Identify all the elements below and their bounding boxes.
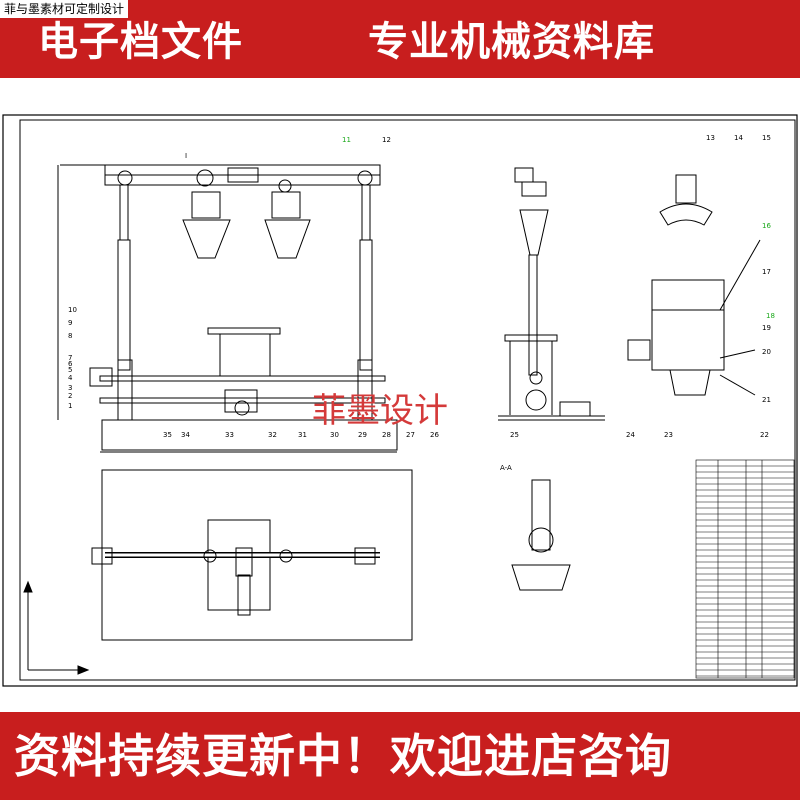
inner-frame	[19, 119, 796, 681]
top-bracket	[227, 167, 259, 183]
detail-housing	[651, 279, 725, 371]
bottom-banner-text: 资料持续更新中！欢迎进店咨询	[14, 729, 672, 783]
wheel-left	[117, 170, 133, 186]
detail-top	[675, 174, 697, 204]
banner-title-left: 电子档文件	[38, 19, 243, 65]
bottom-part-label: 31	[298, 431, 307, 439]
part-labels: 11 12 I 13 14 15 A-A 16 17 18 19 20 21	[185, 134, 775, 472]
bottom-part-label: 24	[626, 431, 635, 439]
part-label-11: 11	[342, 136, 351, 144]
work-table	[207, 327, 281, 335]
outer-frame	[2, 114, 798, 687]
cad-drawing-svg: 11 12 I 13 14 15 A-A 16 17 18 19 20 21 1…	[2, 114, 798, 687]
part-label-15: 15	[762, 134, 771, 142]
bottom-part-label: 25	[510, 431, 519, 439]
left-part-label: 8	[68, 332, 72, 340]
column-right	[359, 239, 373, 371]
section-view	[511, 479, 571, 591]
side-hopper	[519, 209, 549, 256]
left-part-label: 4	[68, 374, 73, 382]
bottom-part-label: 30	[330, 431, 339, 439]
drawing-watermark: 菲墨设计	[312, 391, 448, 431]
bucket-motor-left	[191, 191, 221, 219]
top-banner: 菲与墨素材可定制设计 电子档文件 专业机械资料库	[0, 0, 800, 78]
side-motor	[559, 401, 591, 417]
left-part-label: 2	[68, 392, 72, 400]
axis-symbol	[23, 580, 90, 675]
part-label-12: 12	[382, 136, 391, 144]
bucket-hopper-right	[264, 219, 311, 259]
left-part-label: 9	[68, 319, 72, 327]
part-label-17: 17	[762, 268, 771, 276]
plan-view	[91, 469, 413, 641]
bottom-part-label: 34	[181, 431, 190, 439]
column-left	[117, 239, 131, 371]
title-block	[695, 459, 795, 679]
bucket-motor-right	[271, 191, 301, 219]
left-part-label: 7	[68, 354, 72, 362]
bottom-banner: 资料持续更新中！欢迎进店咨询	[0, 712, 800, 800]
part-label-20: 20	[762, 348, 771, 356]
bucket-hopper-left	[182, 219, 231, 259]
section-label: A-A	[500, 464, 512, 472]
base-slab	[101, 419, 398, 451]
bottom-part-label: 32	[268, 431, 277, 439]
part-label-14: 14	[734, 134, 743, 142]
bottom-part-label: 33	[225, 431, 234, 439]
plan-base	[101, 469, 413, 641]
cad-drawing: 11 12 I 13 14 15 A-A 16 17 18 19 20 21 1…	[0, 78, 800, 712]
drive-motor-left	[89, 367, 113, 387]
wheel-right	[357, 170, 373, 186]
left-part-label: 10	[68, 306, 77, 314]
front-view	[57, 164, 398, 453]
bottom-part-label: 27	[406, 431, 415, 439]
side-pulley	[525, 389, 547, 411]
gearbox	[224, 389, 258, 413]
bottom-part-label: 35	[163, 431, 172, 439]
left-part-label: 3	[68, 384, 72, 392]
watermark-text: 菲与墨素材可定制设计	[0, 0, 129, 18]
part-label-13: 13	[706, 134, 715, 142]
left-part-label: 1	[68, 402, 72, 410]
plan-motor-right	[354, 547, 376, 565]
detail-views	[627, 174, 761, 396]
plan-motor-left	[91, 547, 113, 565]
bottom-part-label: 23	[664, 431, 673, 439]
left-part-label: 6	[68, 360, 73, 368]
pointer-label: I	[185, 152, 187, 160]
part-label-21: 21	[762, 396, 771, 404]
bottom-part-label: 28	[382, 431, 391, 439]
part-label-18: 18	[766, 312, 775, 320]
part-label-16: 16	[762, 222, 771, 230]
part-label-19: 19	[762, 324, 771, 332]
bottom-part-label: 22	[760, 431, 769, 439]
side-view	[498, 167, 605, 421]
bottom-part-labels: 35 34 33 32 31 30 29 28 27 26 25 24 23 22	[163, 431, 769, 439]
banner-title-right: 专业机械资料库	[368, 19, 655, 65]
side-column	[528, 254, 538, 376]
bottom-part-label: 29	[358, 431, 367, 439]
bottom-part-label: 26	[430, 431, 439, 439]
parts-list-table	[695, 459, 795, 679]
left-part-label: 5	[68, 366, 72, 374]
section-arm	[531, 479, 551, 551]
